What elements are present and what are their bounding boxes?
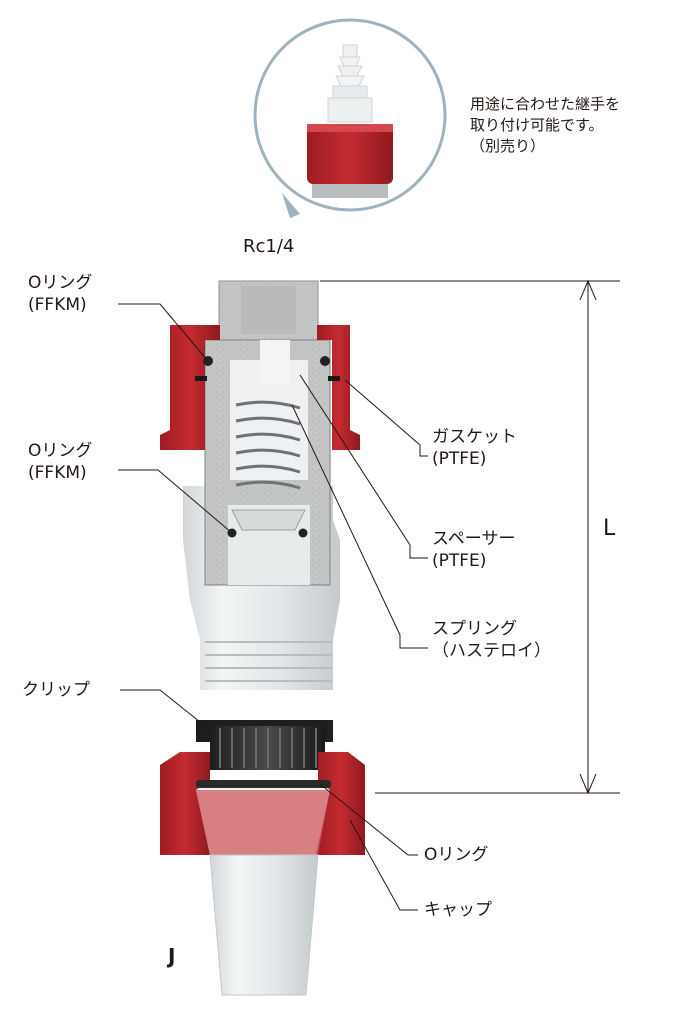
dimension-l-label: L xyxy=(603,516,616,541)
dimension-l-line xyxy=(320,279,620,795)
tube-grooves xyxy=(205,641,332,682)
label-spacer-name: スペーサー xyxy=(432,529,516,549)
label-spring-name: スプリング xyxy=(432,619,517,639)
label-gasket-material: (PTFE) xyxy=(432,449,487,469)
callout-note: 用途に合わせた継手を 取り付け可能です。 （別売り） xyxy=(470,94,620,157)
joint-j-label: J xyxy=(168,944,176,968)
o-ring-top-right xyxy=(320,356,330,366)
valve-poppet xyxy=(231,509,306,531)
red-cap-icon xyxy=(307,124,393,198)
clip xyxy=(196,720,333,770)
callout-note-line-3: （別売り） xyxy=(470,137,546,155)
label-clip: クリップ xyxy=(22,680,90,700)
label-spacer-material: (PTFE) xyxy=(432,551,487,571)
label-o-ring-mid: Oリング (FFKM) xyxy=(28,440,92,484)
label-cap: キャップ xyxy=(424,900,492,920)
label-o-ring-top: Oリング (FFKM) xyxy=(28,272,92,316)
upper-red-nut xyxy=(160,325,360,450)
o-ring-mid-right xyxy=(298,528,308,538)
callout-bubble xyxy=(253,18,447,218)
leader-lines xyxy=(118,303,428,911)
upper-body xyxy=(183,280,340,690)
label-o-ring-bottom: Oリング xyxy=(424,845,489,865)
gasket-right xyxy=(328,376,340,381)
lower-red-cap xyxy=(160,752,365,855)
gasket-left xyxy=(195,376,207,381)
label-o-ring-top-name: Oリング xyxy=(28,273,93,293)
callout-note-line-2: 取り付け可能です。 xyxy=(470,116,604,134)
spring-coil xyxy=(235,400,301,490)
hose-barb-icon xyxy=(327,44,373,123)
label-o-ring-mid-material: (FFKM) xyxy=(28,463,87,483)
label-spacer: スペーサー (PTFE) xyxy=(432,528,515,572)
callout-note-line-1: 用途に合わせた継手を xyxy=(470,95,621,113)
label-o-ring-top-material: (FFKM) xyxy=(28,295,87,315)
label-spring-material: （ハステロイ） xyxy=(432,641,551,661)
label-gasket: ガスケット (PTFE) xyxy=(432,426,517,470)
label-spring: スプリング （ハステロイ） xyxy=(432,618,551,662)
label-gasket-name: ガスケット xyxy=(432,427,517,447)
label-o-ring-mid-name: Oリング xyxy=(28,441,93,461)
thread-size-label: Rc1/4 xyxy=(243,236,295,257)
joint-tube xyxy=(209,854,319,996)
